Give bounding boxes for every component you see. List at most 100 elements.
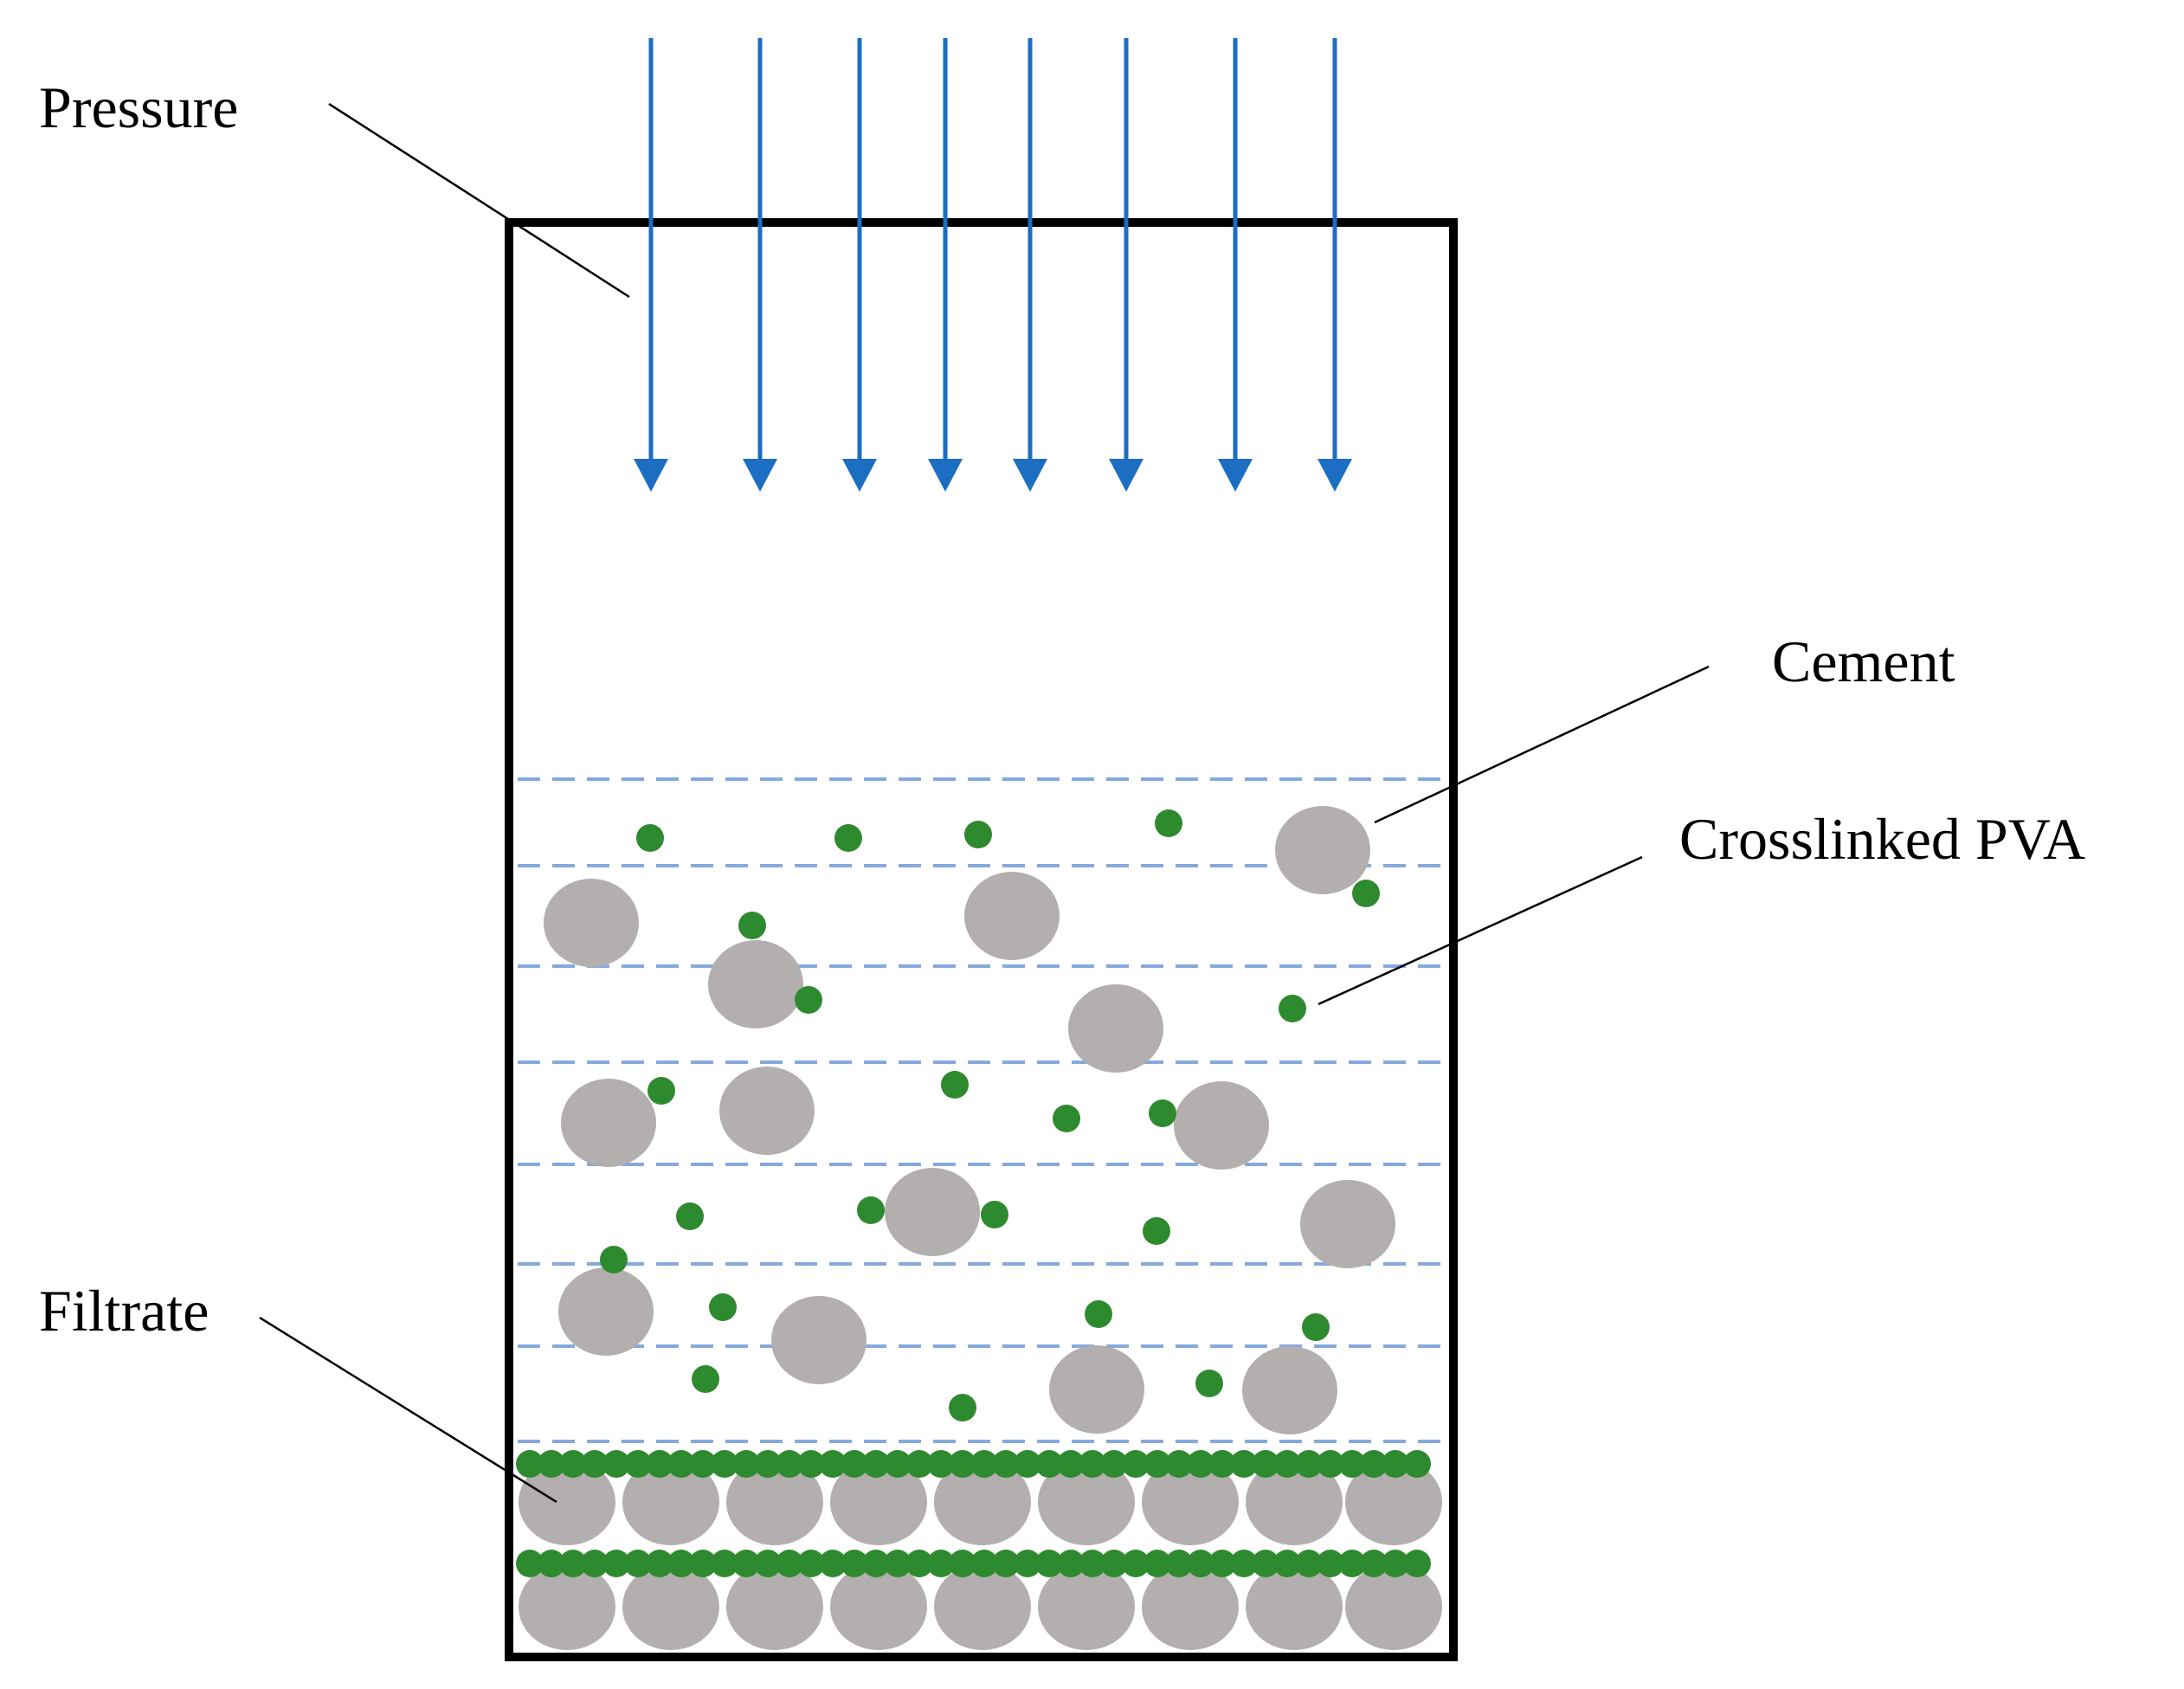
cake-pva-particle bbox=[711, 1550, 738, 1577]
cake-pva-particle bbox=[581, 1450, 609, 1478]
cake-pva-particle bbox=[927, 1550, 955, 1577]
cake-pva-particle bbox=[1208, 1450, 1236, 1478]
pva-particle bbox=[676, 1202, 704, 1230]
pva-particle bbox=[600, 1246, 628, 1273]
pva-particle bbox=[636, 824, 664, 852]
arrow-head bbox=[634, 459, 668, 492]
cement-particle bbox=[771, 1296, 867, 1384]
cake-pva-particle bbox=[841, 1450, 868, 1478]
cake-pva-particle bbox=[689, 1550, 717, 1577]
cake-pva-particle bbox=[1360, 1550, 1388, 1577]
cake-pva-particle bbox=[1144, 1550, 1171, 1577]
cake-cement-particle bbox=[934, 1563, 1031, 1650]
cake-pva-particle bbox=[1035, 1450, 1063, 1478]
cake-pva-particle bbox=[1122, 1550, 1150, 1577]
pressure-arrow bbox=[1218, 38, 1253, 492]
cement-particle bbox=[1300, 1180, 1395, 1268]
cake-pva-particle bbox=[1338, 1550, 1366, 1577]
pressure-arrow bbox=[1013, 38, 1047, 492]
cake-pva-particle bbox=[667, 1450, 695, 1478]
cake-pva-particle bbox=[516, 1450, 544, 1478]
pva-particle bbox=[1155, 809, 1182, 837]
cake-pva-particle bbox=[1317, 1450, 1344, 1478]
cake-pva-particle bbox=[1165, 1550, 1193, 1577]
arrow-head bbox=[928, 459, 963, 492]
cake-pva-particle bbox=[516, 1550, 544, 1577]
dashed-layer-lines bbox=[518, 777, 1444, 1443]
cake-pva-particle bbox=[646, 1450, 673, 1478]
cake-pva-particle bbox=[1295, 1450, 1323, 1478]
cake-pva-particle bbox=[992, 1450, 1020, 1478]
cake-pva-particle bbox=[1403, 1450, 1431, 1478]
arrow-head bbox=[1109, 459, 1144, 492]
cake-pva-particle bbox=[776, 1450, 803, 1478]
cake-cement-particle bbox=[1246, 1459, 1343, 1545]
cake-cement-particle bbox=[934, 1459, 1031, 1545]
pva-particle bbox=[709, 1293, 737, 1321]
cake-pva-particle bbox=[1252, 1450, 1279, 1478]
cake-pva-particle bbox=[970, 1450, 998, 1478]
cake-pva-particle bbox=[1100, 1450, 1128, 1478]
cake-pva-particle bbox=[1014, 1450, 1041, 1478]
cake-pva-particle bbox=[862, 1550, 890, 1577]
cake-cement-particle bbox=[830, 1459, 927, 1545]
pva-particle bbox=[1053, 1105, 1080, 1132]
filter-cake bbox=[516, 1450, 1442, 1650]
cake-cement-particle bbox=[726, 1459, 823, 1545]
pressure-arrow bbox=[743, 38, 777, 492]
cake-pva-particle bbox=[581, 1550, 609, 1577]
cement-leader-line bbox=[1374, 665, 1710, 824]
cake-pva-particle bbox=[1187, 1450, 1214, 1478]
cement-particle bbox=[708, 940, 803, 1028]
suspended-particles bbox=[544, 806, 1395, 1434]
cake-pva-particle bbox=[1100, 1550, 1128, 1577]
cake-pva-particle bbox=[538, 1550, 565, 1577]
cake-pva-particle bbox=[819, 1550, 847, 1577]
arrow-head bbox=[743, 459, 777, 492]
pressure-leader-line bbox=[328, 102, 630, 299]
cement-particle bbox=[1242, 1346, 1337, 1434]
cake-pva-particle bbox=[841, 1550, 868, 1577]
cake-pva-particle bbox=[1230, 1450, 1258, 1478]
cake-pva-particle bbox=[1382, 1550, 1409, 1577]
pva-particle bbox=[1352, 880, 1380, 907]
cake-pva-particle bbox=[1165, 1450, 1193, 1478]
cake-pva-particle bbox=[992, 1550, 1020, 1577]
cake-pva-particle bbox=[1403, 1550, 1431, 1577]
cement-particle bbox=[1174, 1081, 1269, 1170]
filter-cake-row bbox=[516, 1550, 1442, 1650]
pressure-arrows bbox=[634, 38, 1352, 492]
pva-particle bbox=[647, 1077, 675, 1105]
cement-particle bbox=[964, 872, 1060, 960]
cake-pva-particle bbox=[1252, 1550, 1279, 1577]
cake-pva-particle bbox=[602, 1450, 630, 1478]
cake-pva-particle bbox=[1295, 1550, 1323, 1577]
container bbox=[505, 218, 1458, 1661]
pva-particle bbox=[834, 824, 862, 852]
cake-pva-particle bbox=[884, 1450, 912, 1478]
pva-particle bbox=[1143, 1217, 1170, 1245]
cement-particle bbox=[885, 1168, 980, 1256]
cake-pva-particle bbox=[1273, 1550, 1301, 1577]
pva-particle bbox=[1085, 1300, 1112, 1328]
pressure-arrow bbox=[1317, 38, 1352, 492]
pva-particle bbox=[692, 1365, 719, 1393]
cake-pva-particle bbox=[646, 1550, 673, 1577]
cake-cement-particle bbox=[1142, 1459, 1239, 1545]
pva-particle bbox=[964, 821, 992, 848]
leader-lines bbox=[259, 102, 1710, 1504]
cake-pva-particle bbox=[754, 1450, 782, 1478]
pva-particle bbox=[795, 986, 822, 1014]
pva-particle bbox=[1149, 1099, 1176, 1127]
arrow-head bbox=[1218, 459, 1253, 492]
cake-pva-particle bbox=[1079, 1550, 1106, 1577]
pva-particle bbox=[738, 912, 766, 939]
cement-particle bbox=[1049, 1345, 1144, 1434]
cake-pva-particle bbox=[949, 1550, 976, 1577]
filtrate-label: Filtrate bbox=[39, 1278, 209, 1344]
arrow-head bbox=[842, 459, 877, 492]
cake-pva-particle bbox=[1273, 1450, 1301, 1478]
cement-particle bbox=[561, 1079, 656, 1167]
cake-pva-particle bbox=[689, 1450, 717, 1478]
